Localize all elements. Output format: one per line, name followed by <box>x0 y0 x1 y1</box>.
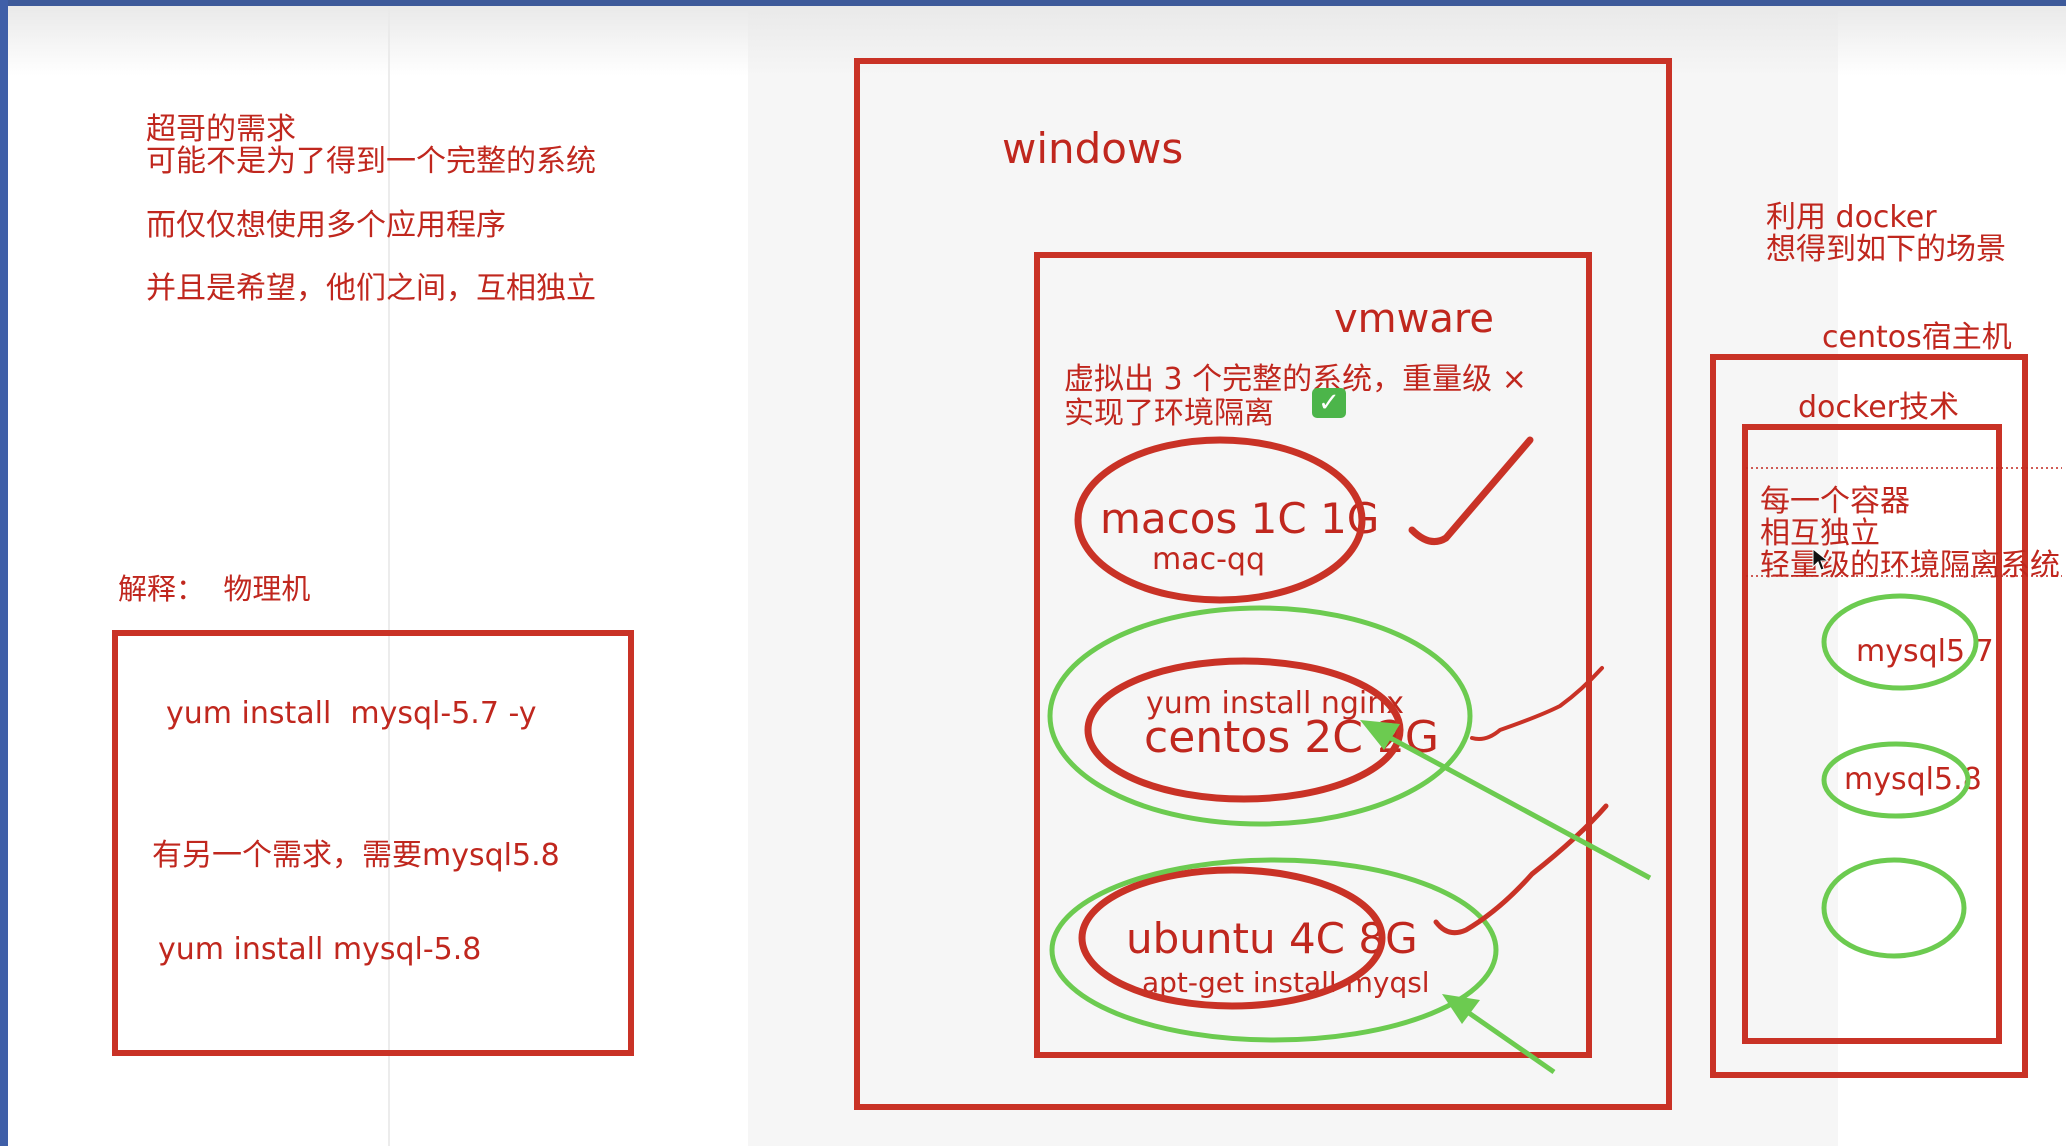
windows-title: windows <box>1002 124 1184 173</box>
vmware-title: vmware <box>1334 296 1495 342</box>
need-mysql-58: 有另一个需求，需要mysql5.8 <box>152 838 560 873</box>
intro-line-4: 并且是希望，他们之间，互相独立 <box>146 271 596 306</box>
physical-machine-box <box>112 630 634 1056</box>
cmd-mysql-58: yum install mysql-5.8 <box>158 932 482 967</box>
intro-line-1: 超哥的需求 <box>146 112 296 147</box>
explain-title: 解释： 物理机 <box>118 572 311 606</box>
vmware-desc-2: 实现了环境隔离 <box>1064 396 1274 431</box>
mouse-cursor-icon <box>1812 548 1830 571</box>
top-shadow <box>8 6 2066 76</box>
container-mysql58-ellipse <box>1821 741 1971 819</box>
arrow-to-ubuntu-head <box>1442 994 1480 1024</box>
docker-desc-1: 每一个容器 <box>1760 484 1910 519</box>
vmware-box <box>1034 252 1592 1058</box>
docker-desc-3: 轻量级的环境隔离系统 <box>1760 548 2060 583</box>
macos-vm-ellipse <box>1074 436 1366 604</box>
docker-tech-label: docker技术 <box>1798 390 1959 425</box>
check-stroke-ubuntu <box>1433 803 1609 936</box>
check-stroke-centos <box>1470 666 1604 741</box>
top-bar <box>0 0 2066 6</box>
windows-box <box>854 58 1672 1110</box>
docker-box <box>1742 424 2002 1044</box>
vm-centos-label: centos 2C 2G <box>1144 712 1440 763</box>
intro-line-2: 可能不是为了得到一个完整的系统 <box>146 144 596 179</box>
cmd-mysql-57: yum install mysql-5.7 -y <box>166 696 537 731</box>
docker-note-2: 想得到如下的场景 <box>1766 232 2006 267</box>
check-icon: ✓ <box>1312 388 1346 418</box>
arrow-to-ubuntu-line <box>1454 1001 1556 1075</box>
centos-host-label: centos宿主机 <box>1822 320 2012 355</box>
vm-macos-sub: mac-qq <box>1152 542 1266 577</box>
container-mysql58-label: mysql5.8 <box>1844 762 1982 797</box>
ubuntu-vm-ellipse <box>1078 866 1386 1010</box>
ubuntu-green-ellipse <box>1049 857 1499 1043</box>
centos-green-ellipse <box>1047 605 1473 827</box>
left-edge <box>0 0 8 1146</box>
docker-note-1: 利用 docker <box>1766 200 1937 235</box>
vm-ubuntu-sub: apt-get install myqsl <box>1142 966 1430 999</box>
arrow-to-centos-line <box>1370 725 1652 881</box>
centos-host-box <box>1710 354 2028 1078</box>
divider-line <box>388 6 390 1146</box>
docker-desc-2: 相互独立 <box>1760 516 1880 551</box>
vm-macos-label: macos 1C 1G <box>1100 494 1380 543</box>
check-stroke-macos <box>1408 436 1534 546</box>
container-empty-ellipse <box>1821 857 1967 959</box>
container-mysql57-ellipse <box>1821 593 1979 691</box>
intro-line-3: 而仅仅想使用多个应用程序 <box>146 208 506 243</box>
left-panel <box>8 6 748 1146</box>
arrow-to-centos-head <box>1360 720 1400 750</box>
vm-ubuntu-label: ubuntu 4C 8G <box>1126 914 1418 963</box>
centos-vm-ellipse <box>1084 657 1404 803</box>
vm-centos-sub: yum install nginx <box>1146 686 1405 721</box>
